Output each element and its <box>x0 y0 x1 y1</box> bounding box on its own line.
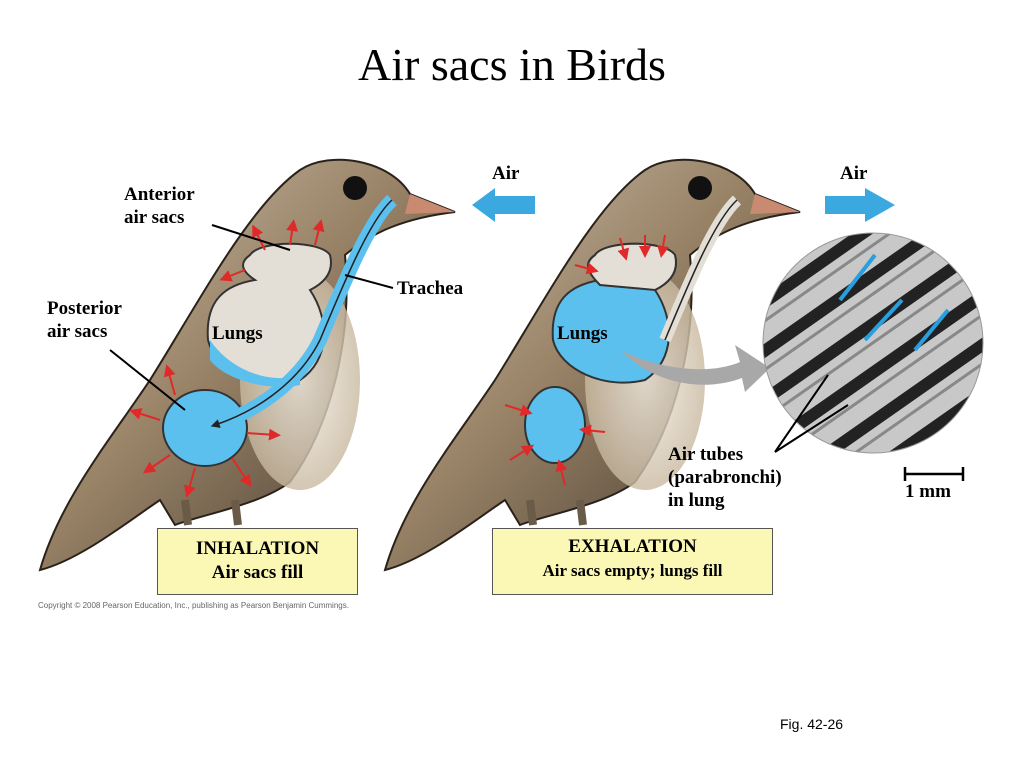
exhalation-title: EXHALATION <box>568 536 697 557</box>
air-in-label: Air <box>492 163 520 184</box>
slide-title: Air sacs in Birds <box>358 39 666 90</box>
magnify-arrow-icon <box>620 345 770 392</box>
scale-bar <box>903 467 965 481</box>
inhalation-subtitle: Air sacs fill <box>211 562 304 583</box>
inhalation-caption-box: INHALATION Air sacs fill <box>157 528 358 595</box>
air-out-label: Air <box>840 163 868 184</box>
scale-label: 1 mm <box>905 481 951 502</box>
bird-exhalation <box>383 158 801 572</box>
exhalation-subtitle: Air sacs empty; lungs fill <box>542 561 723 580</box>
air-in-arrow-icon <box>472 188 535 222</box>
beak <box>405 194 455 214</box>
label-leader-lines <box>109 224 849 453</box>
inhalation-title: INHALATION <box>195 538 320 559</box>
anterior-air-sacs-label: Anterior air sacs <box>124 184 195 228</box>
exhalation-caption-box: EXHALATION Air sacs empty; lungs fill <box>492 528 773 595</box>
eye <box>343 176 367 200</box>
copyright-text: Copyright © 2008 Pearson Education, Inc.… <box>38 601 349 610</box>
bird-inhalation <box>38 158 456 572</box>
air-tubes-label: Air tubes (parabronchi) in lung <box>668 444 782 511</box>
figure-label: Fig. 42-26 <box>780 716 844 732</box>
air-out-arrow-icon <box>825 188 895 222</box>
lungs-label-inhalation: Lungs <box>212 323 263 344</box>
trachea-label: Trachea <box>397 278 464 299</box>
micrograph-air-arrows <box>838 253 950 352</box>
lungs-label-exhalation: Lungs <box>557 323 608 344</box>
posterior-air-sacs-label: Posterior air sacs <box>47 298 122 342</box>
parabronchi-micrograph <box>762 232 984 454</box>
